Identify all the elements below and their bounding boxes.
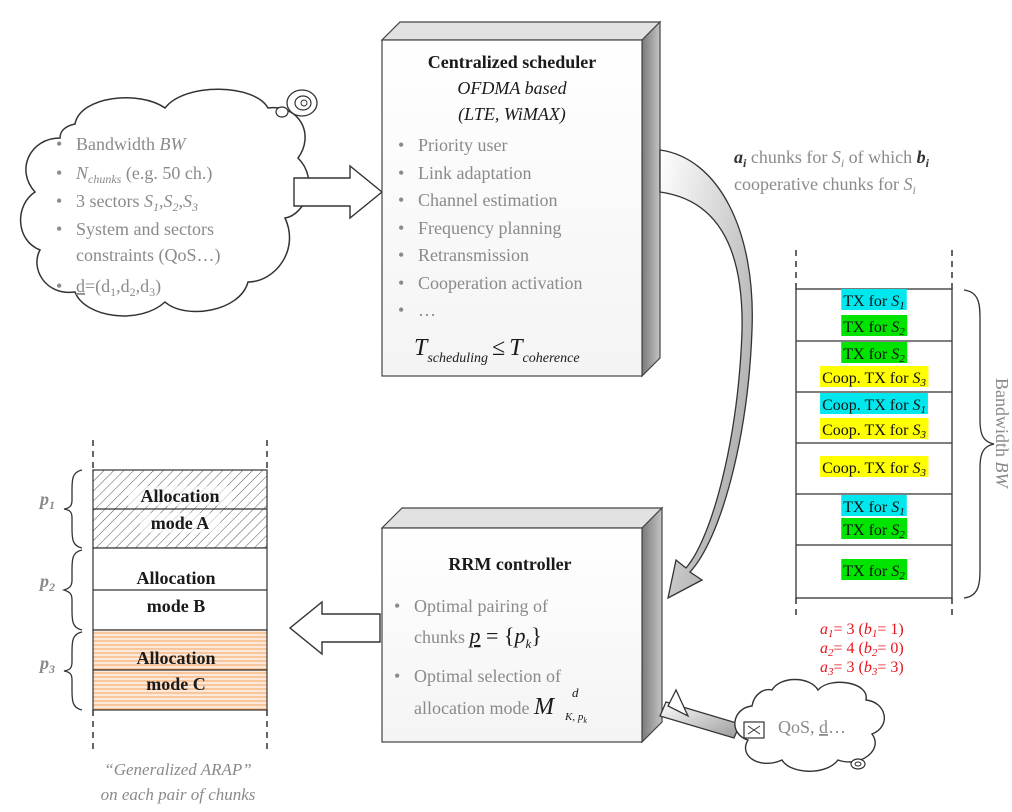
bullet-icon: •	[398, 163, 404, 183]
scheduler-item: Retransmission	[418, 245, 529, 265]
bandwidth-stack: TX for S1 TX for S2 TX for S2 Coop. TX for …	[795, 250, 1012, 678]
bandwidth-row-highlight	[820, 456, 929, 477]
scheduler-item: Cooperation activation	[418, 273, 582, 293]
count-s3: a3= 3 (b3= 3)	[820, 659, 904, 678]
mode-c-label: mode C	[146, 674, 206, 694]
arap-caption: on each pair of chunks	[101, 785, 256, 804]
bandwidth-row-highlight	[841, 518, 908, 539]
brace-icon	[63, 631, 83, 711]
count-s2: a2= 4 (b2= 0)	[820, 640, 904, 659]
rrm-controller-box: RRM controller • Optimal pairing of chun…	[380, 506, 664, 744]
rrm-item-pairing-formula: chunks p = {pk}	[414, 623, 542, 651]
bandwidth-row-highlight	[841, 342, 908, 363]
bullet-icon: •	[398, 300, 404, 320]
mode-c-label: Allocation	[137, 648, 216, 668]
arrow-to-rrm-icon	[667, 688, 690, 718]
scheduler-item: …	[418, 300, 436, 320]
bandwidth-rows: TX for S1 TX for S2 TX for S2 Coop. TX for …	[820, 289, 929, 582]
bandwidth-row-label: TX for S2	[843, 522, 905, 541]
bandwidth-row-highlight	[841, 495, 907, 516]
bullet-icon: •	[394, 596, 400, 616]
bandwidth-row-label: Coop. TX for S3	[822, 422, 926, 441]
cloud-spiral-icon	[850, 758, 866, 770]
cloud-item-nchunks: Nchunks (e.g. 50 ch.)	[75, 163, 212, 186]
cloud-spiral-icon	[286, 89, 318, 117]
bullet-icon: •	[56, 276, 62, 296]
bandwidth-row-highlight	[820, 393, 928, 414]
scheduler-formula: Tscheduling≤Tcoherence	[414, 335, 580, 366]
mode-a-label: mode A	[151, 513, 210, 533]
scheduler-item: Priority user	[418, 135, 508, 155]
bandwidth-row-highlight	[820, 366, 929, 387]
pair-label-p1: p1	[38, 489, 55, 512]
bullet-icon: •	[398, 218, 404, 238]
bullet-icon: •	[398, 245, 404, 265]
bullet-icon: •	[398, 190, 404, 210]
bandwidth-row-label: TX for S2	[843, 563, 905, 582]
rrm-title: RRM controller	[448, 554, 571, 574]
bandwidth-row-label: Coop. TX for S1	[822, 397, 926, 416]
curved-arrow-to-rrm-icon	[659, 149, 753, 600]
rrm-mode-superscript: d	[572, 685, 579, 700]
chunk-label-line2: cooperative chunks for Si	[734, 174, 916, 197]
bandwidth-row-label: TX for S1	[843, 499, 904, 518]
scheduler-item: Link adaptation	[418, 163, 531, 183]
allocation-modes: Allocation mode A Allocation mode B Allo…	[38, 440, 268, 804]
arrow-to-allocation-icon	[288, 600, 381, 656]
mode-b-label: Allocation	[137, 568, 216, 588]
input-cloud: • Bandwidth BW • Nchunks (e.g. 50 ch.) •…	[19, 88, 318, 317]
cloud-item-constraints-2: constraints (QoS…)	[76, 245, 220, 266]
bullet-icon: •	[56, 134, 62, 154]
scheduler-subtitle: OFDMA based	[457, 78, 567, 98]
scheduler-title: Centralized scheduler	[428, 52, 596, 72]
mode-a-label: Allocation	[141, 486, 220, 506]
bandwidth-row-highlight	[841, 289, 907, 310]
cloud-item-constraints-1: System and sectors	[76, 219, 214, 239]
centralized-scheduler-box: Centralized scheduler OFDMA based (LTE, …	[380, 20, 662, 378]
mode-b-label: mode B	[147, 596, 206, 616]
rrm-mode-subscript: K, pk	[564, 711, 587, 725]
bandwidth-row-label: Coop. TX for S3	[822, 370, 926, 389]
bandwidth-row-label: Coop. TX for S3	[822, 460, 926, 479]
bandwidth-brace-icon	[963, 289, 995, 599]
bandwidth-row-highlight	[841, 315, 908, 336]
arrow-to-scheduler-icon	[293, 164, 384, 220]
brace-icon	[61, 549, 83, 631]
scheduler-item: Channel estimation	[418, 190, 557, 210]
arap-caption: “Generalized ARAP”	[104, 760, 251, 779]
bullet-icon: •	[56, 219, 62, 239]
chunk-allocation-label: ai chunks for Si of which bi cooperative…	[734, 147, 930, 197]
bandwidth-row-label: TX for S1	[843, 293, 904, 312]
bullet-icon: •	[398, 273, 404, 293]
pair-label-p2: p2	[38, 571, 55, 594]
qos-text: QoS, d…	[778, 717, 846, 737]
bandwidth-label: Bandwidth BW	[992, 378, 1012, 489]
cloud-item-demand: d=(d1,d2,d3)	[76, 276, 161, 299]
brace-icon	[63, 469, 83, 549]
pair-label-p3: p3	[38, 653, 55, 676]
mode-b-block	[92, 547, 268, 631]
qos-cloud: QoS, d…	[659, 678, 886, 772]
bandwidth-row-highlight	[841, 559, 908, 580]
bullet-icon: •	[398, 135, 404, 155]
bandwidth-row-label: TX for S2	[843, 346, 905, 365]
bullet-icon: •	[56, 163, 62, 183]
scheduler-item: Frequency planning	[418, 218, 561, 238]
count-s1: a1= 3 (b1= 1)	[820, 621, 904, 640]
scheduler-subtitle: (LTE, WiMAX)	[458, 104, 566, 125]
chunk-label-line1: ai chunks for Si of which bi	[734, 147, 930, 170]
bullet-icon: •	[394, 666, 400, 686]
bullet-icon: •	[56, 191, 62, 211]
rrm-item-pairing: Optimal pairing of	[414, 596, 548, 616]
bandwidth-row-highlight	[820, 418, 929, 439]
rrm-item-selection: Optimal selection of	[414, 666, 561, 686]
bandwidth-row-label: TX for S2	[843, 319, 905, 338]
chunk-counts: a1= 3 (b1= 1) a2= 4 (b2= 0) a3= 3 (b3= 3…	[820, 621, 904, 678]
rrm-item-selection-formula: allocation mode M	[414, 694, 556, 720]
cloud-item-bandwidth: Bandwidth BW	[76, 134, 187, 154]
cloud-item-sectors: 3 sectors S1,S2,S3	[76, 191, 198, 214]
